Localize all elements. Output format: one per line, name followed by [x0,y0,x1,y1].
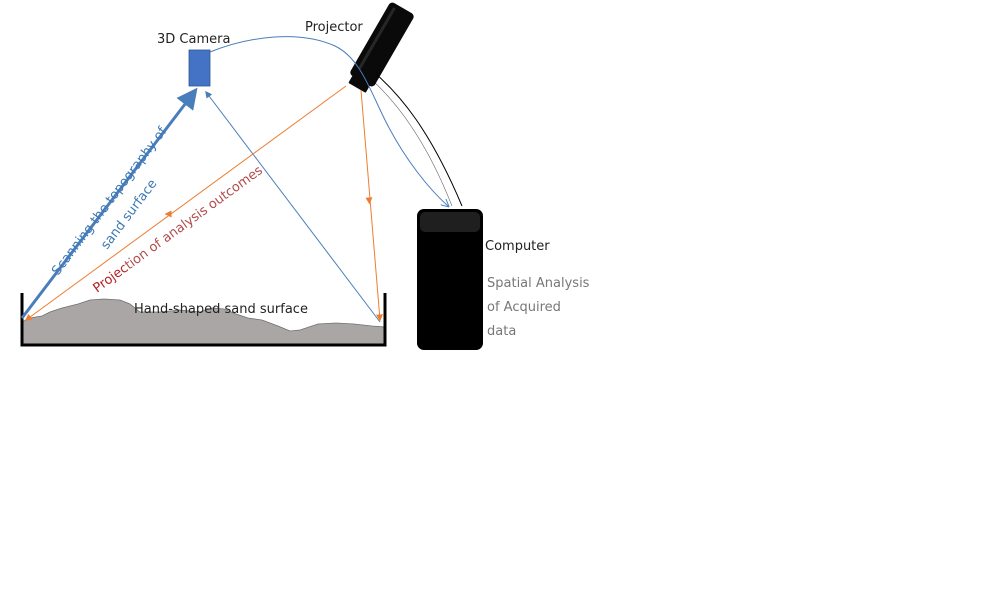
projection-arrow-right [361,90,380,320]
sandbox-icon [22,293,385,345]
projector-label: Projector [305,20,363,35]
computer-icon [417,209,483,350]
projector-computer-cable [376,74,462,206]
computer-label: Computer [485,239,550,254]
analysis-label-line2: of Acquired [487,300,561,315]
sand-surface-label: Hand-shaped sand surface [134,302,308,317]
analysis-label-line3: data [487,324,516,339]
scan-arrow-right [206,92,380,322]
projector-icon [345,1,415,95]
camera-icon [189,50,210,86]
analysis-label-line1: Spatial Analysis [487,276,590,291]
projection-label-rest: tion of analysis outcomes [122,163,266,273]
projector-computer-cable-2 [372,80,452,206]
camera-label: 3D Camera [157,32,230,47]
projection-arrow-left [26,86,346,320]
